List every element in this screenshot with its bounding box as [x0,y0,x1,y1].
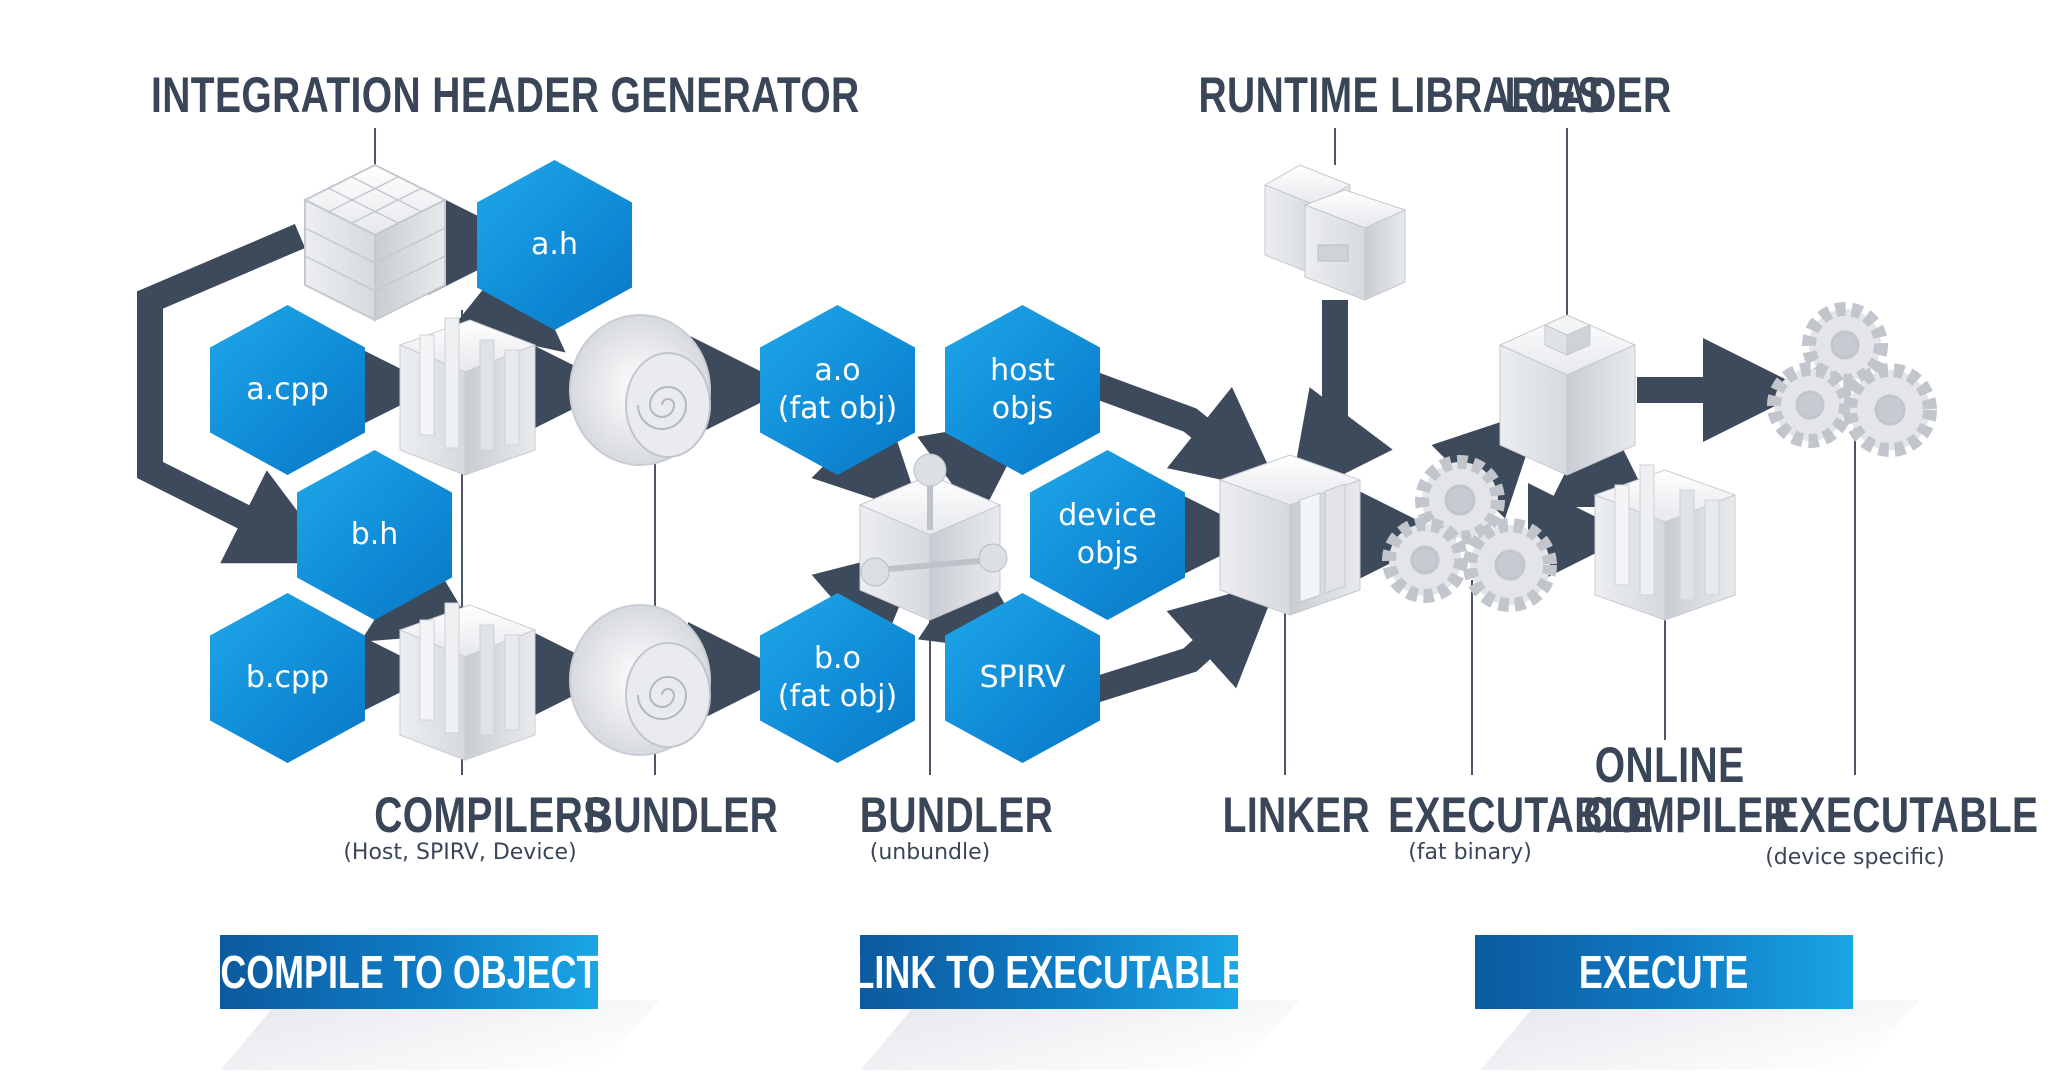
label-executable-fat: EXECUTABLE [1388,787,1654,843]
node-label: a.o (fat obj) [777,353,898,426]
node-a-cpp: a.cpp [210,305,365,475]
banner-link-to-executable: LINK TO EXECUTABLE [852,935,1246,1009]
node-device-objs: device objs [1030,450,1185,620]
arrow-header-to-bh [137,224,337,564]
arrow-host-to-linker [1090,372,1281,493]
compiler-icon-b [398,602,537,761]
linker-icon [1218,454,1362,616]
label-runtime-libraries: RUNTIME LIBRARIES [1198,67,1604,123]
runtime-libraries-icon [1263,164,1407,301]
label-bundler-unbundle: BUNDLER [859,787,1054,843]
arrow-header-to-compiler-a [451,246,566,353]
integration-header-generator-icon [302,163,448,322]
node-label: b.cpp [245,660,330,695]
bundler-icon-b [569,604,711,756]
label-bundler-unbundle-sub: (unbundle) [869,840,991,865]
arrow-bh-to-compiler-b [360,543,477,642]
label-executable-fat-sub: (fat binary) [1408,840,1532,865]
label-online-compiler-line1: ONLINE [1594,737,1745,793]
executable-device-gears-icon [1767,302,1937,457]
label-integration-header-generator: INTEGRATION HEADER GENERATOR [151,67,860,123]
loader-icon [1498,314,1637,476]
label-online-compiler-line2: COMPILER [1583,787,1793,843]
node-label: host objs [990,353,1055,426]
compiler-icon-a [398,317,537,476]
bundler-icon-a [569,314,711,466]
arrow-exec-to-loader [1431,408,1542,519]
online-compiler-icon [1593,464,1737,621]
arrow-runtime-to-linker [1288,300,1393,502]
banner-label: EXECUTE [1579,946,1749,998]
label-linker: LINKER [1222,787,1371,843]
label-executable-device-sub: (device specific) [1765,845,1945,870]
node-label: device objs [1058,498,1157,571]
banner-label: COMPILE TO OBJECT [219,946,599,998]
node-label: b.o (fat obj) [777,641,898,714]
label-loader: LOADER [1504,67,1672,123]
label-bundler: BUNDLER [584,787,779,843]
banner-label: LINK TO EXECUTABLE [852,946,1246,998]
node-label: a.cpp [246,372,329,407]
label-compilers-sub: (Host, SPIRV, Device) [343,840,577,865]
label-compilers: COMPILERS [374,787,610,843]
node-label: b.h [350,517,399,552]
banner-execute: EXECUTE [1475,935,1853,1009]
node-label: a.h [531,227,578,262]
arrow-spirv-to-linker [1091,580,1279,703]
label-executable-device: EXECUTABLE [1773,787,2039,843]
unbundler-icon [858,453,1008,621]
node-label: SPIRV [979,660,1066,695]
banner-compile-to-object: COMPILE TO OBJECT [220,935,598,1009]
executable-fat-gears-icon [1382,455,1557,612]
